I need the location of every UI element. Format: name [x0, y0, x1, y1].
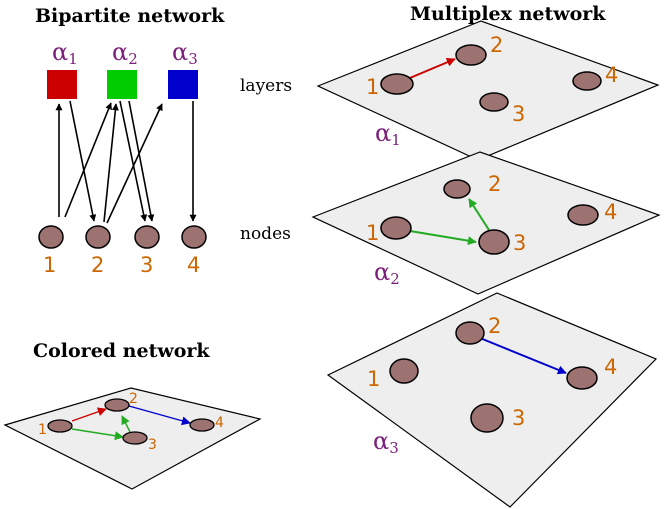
mpx-l3-label-2: 2	[488, 314, 501, 338]
bip-node-label-1: 1	[43, 253, 56, 277]
bip-edge-n2-a3	[106, 103, 163, 224]
col-node-4	[189, 418, 215, 432]
col-label-1: 1	[38, 422, 47, 438]
mpx-l2-label-2: 2	[488, 172, 501, 196]
layers-label: layers	[240, 76, 292, 96]
mpx-l3-label-1: 1	[367, 367, 380, 391]
colored-title: Colored network	[33, 340, 210, 362]
mpx-l3-node-3	[470, 403, 504, 433]
mpx-l2-label-4: 4	[604, 200, 617, 224]
mpx-l1-node-4	[572, 71, 602, 91]
mpx-l1-alpha: α1	[375, 119, 401, 149]
plane-layer-1	[316, 20, 660, 161]
col-label-4: 4	[215, 415, 224, 431]
mpx-l3-label-4: 4	[604, 355, 617, 379]
bip-edge-a2-n3-b	[128, 100, 155, 222]
mpx-l1-label-3: 3	[512, 102, 525, 126]
col-label-2: 2	[129, 391, 138, 407]
bip-node-label-3: 3	[140, 253, 153, 277]
mpx-l3-node-2	[455, 321, 485, 345]
mpx-l2-label-1: 1	[366, 221, 379, 245]
bipartite-network: α1 α2 α3 1 2 3 4	[38, 38, 207, 277]
multiplex-layer-1: 1 2 3 4 α1	[316, 20, 660, 161]
bip-node-2	[85, 225, 111, 249]
bipartite-title: Bipartite network	[35, 5, 225, 27]
nodes-label: nodes	[240, 224, 291, 244]
colored-network: 1 2 3 4	[3, 387, 262, 490]
mpx-l1-node-2	[455, 44, 487, 66]
bip-node-1	[38, 225, 64, 249]
col-edge-2-4	[128, 405, 191, 426]
mpx-l3-node-1	[389, 358, 419, 384]
layer-square-2	[107, 70, 137, 99]
mpx-l1-label-2: 2	[490, 33, 503, 57]
col-node-3	[122, 431, 148, 445]
bip-edge-a2-n3	[119, 100, 148, 222]
plane-layer-2	[311, 151, 661, 295]
bip-edge-n2-a2	[103, 103, 119, 223]
bip-node-4	[181, 225, 207, 249]
mpx-l1-node-1	[380, 73, 414, 95]
mpx-l3-alpha: α3	[373, 427, 399, 457]
mpx-l2-node-3	[478, 229, 510, 255]
bip-node-3	[134, 225, 160, 249]
col-node-1	[47, 419, 73, 433]
mpx-l2-node-1	[380, 216, 412, 240]
bip-node-label-4: 4	[187, 253, 200, 277]
mpx-edge-l3-2-4	[479, 337, 567, 375]
mpx-l1-node-3	[479, 92, 509, 112]
bip-edge-a1-n2	[69, 100, 97, 222]
mpx-edge-l2-3-2	[468, 198, 490, 231]
plane-layer-3	[326, 292, 658, 508]
mpx-l3-node-4	[566, 366, 598, 390]
mpx-l2-label-3: 3	[513, 231, 526, 255]
mpx-l3-label-3: 3	[512, 406, 525, 430]
multiplex-layer-2: 1 2 3 4 α2	[311, 151, 661, 295]
mpx-edge-l2-1-3	[409, 230, 477, 246]
mpx-l2-node-4	[567, 204, 599, 226]
mpx-l2-node-2	[443, 179, 471, 199]
bip-edge-n1-a2	[64, 102, 112, 218]
bip-layer-label-2: α2	[112, 38, 138, 68]
bip-layer-label-1: α1	[52, 38, 78, 68]
bip-node-label-2: 2	[91, 253, 104, 277]
col-label-3: 3	[148, 437, 157, 453]
layer-square-3	[168, 70, 198, 99]
multiplex-title: Multiplex network	[410, 3, 606, 25]
col-edge-1-3	[71, 428, 124, 441]
mpx-l2-alpha: α2	[374, 258, 400, 288]
col-edge-3-2	[121, 415, 131, 433]
col-edge-1-2	[71, 407, 107, 422]
layer-square-1	[47, 70, 77, 99]
bip-layer-label-3: α3	[172, 38, 198, 68]
mpx-l1-label-1: 1	[366, 75, 379, 99]
multiplex-layer-3: 1 2 3 4 α3	[326, 292, 658, 508]
col-node-2	[104, 398, 130, 412]
mpx-l1-label-4: 4	[605, 63, 618, 87]
